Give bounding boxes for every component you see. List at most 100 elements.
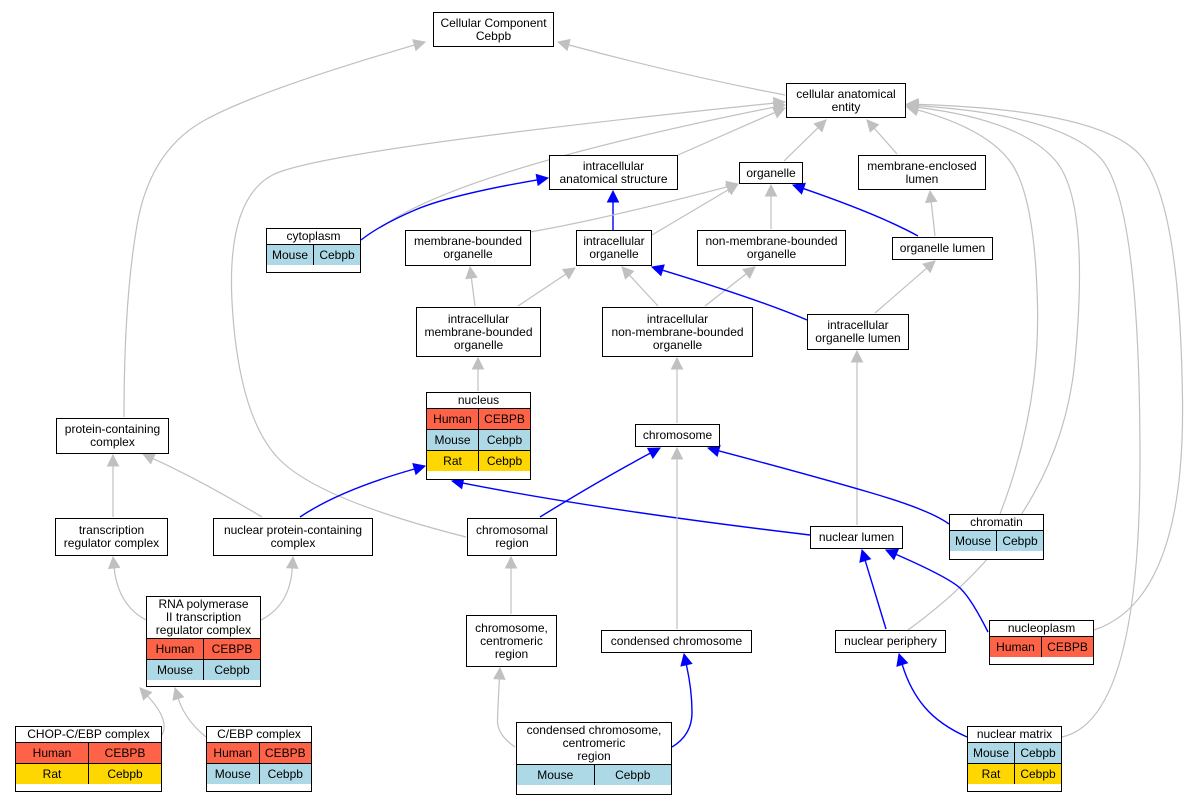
node-nuclear-lumen[interactable]: nuclear lumen	[810, 526, 903, 549]
edge-is-a	[917, 103, 1184, 631]
node-nuclear-periphery[interactable]: nuclear periphery	[835, 630, 946, 653]
species-cell: Human	[16, 742, 89, 764]
node-title-line: organelle	[746, 165, 796, 180]
species-cell: Human	[207, 742, 259, 764]
edge-arrowhead	[772, 96, 787, 110]
species-cell: Human	[990, 636, 1042, 657]
edge-part-of	[671, 664, 693, 748]
species-cell: Rat	[968, 763, 1015, 784]
node-condensed-chromosome[interactable]: condensed chromosome	[601, 630, 752, 653]
gene-cell: Cebpb	[313, 244, 360, 265]
node-title-line: intracellular	[583, 234, 645, 248]
gene-cell: Cebpb	[478, 450, 530, 471]
node-title: organelle	[740, 163, 802, 183]
node-organelle[interactable]: organelle	[739, 162, 803, 184]
node-organelle-lumen[interactable]: organelle lumen	[892, 237, 993, 260]
node-title: cytoplasm	[267, 229, 360, 244]
gene-cell: Cebpb	[1014, 763, 1061, 784]
node-title-line: organelle	[453, 337, 504, 352]
gene-cell: Cebpb	[1014, 742, 1061, 764]
edge-is-a	[379, 106, 775, 229]
edge-is-a	[629, 274, 659, 307]
node-title: chromosome	[636, 425, 719, 446]
species-cell: Mouse	[267, 244, 314, 265]
edge-arrowhead	[465, 265, 478, 280]
edge-part-of	[539, 452, 651, 518]
species-cell: Human	[427, 408, 479, 430]
species-cell: Human	[147, 638, 204, 660]
edge-arrowhead	[813, 119, 827, 133]
node-title-line: organelle	[652, 337, 703, 352]
node-title-line: organelle	[746, 247, 797, 261]
edge-arrowhead	[412, 39, 427, 52]
edge-arrowhead	[670, 446, 684, 460]
node-title-line: region	[577, 749, 611, 763]
node-title-line: complex	[270, 536, 316, 550]
node-title-line: non-membrane-bounded	[611, 324, 744, 339]
edge-is-a	[470, 277, 476, 307]
edge-arrowhead	[724, 183, 739, 196]
edge-arrowhead	[670, 356, 684, 370]
edge-is-a	[677, 111, 776, 156]
node-title-line: CHOP-C/EBP complex	[27, 727, 150, 741]
node-title-line: nuclear periphery	[844, 634, 937, 648]
node-title-line: organelle lumen	[899, 241, 986, 255]
node-chromosome[interactable]: chromosome	[635, 424, 720, 447]
node-title: nuclear periphery	[836, 631, 945, 652]
species-cell: Mouse	[950, 530, 997, 551]
species-cell: Mouse	[517, 764, 594, 785]
edge-is-a	[568, 44, 786, 96]
node-title: CHOP-C/EBP complex	[16, 727, 161, 742]
edge-arrowhead	[680, 652, 693, 667]
edge-is-a	[529, 186, 728, 233]
edge-arrowhead	[922, 260, 936, 274]
node-title-line: region	[495, 536, 529, 550]
edge-is-a	[177, 698, 207, 738]
node-title-line: intracellular	[646, 311, 709, 326]
species-cell: Mouse	[147, 659, 204, 680]
gene-cell: CEBPB	[88, 742, 161, 764]
edge-arrowhead	[535, 173, 550, 187]
node-title: organelle lumen	[893, 238, 992, 259]
node-title: C/EBP complex	[207, 727, 311, 742]
edge-arrowhead	[471, 356, 485, 370]
node-title-line: Cellular Component	[440, 15, 547, 30]
edge-arrowhead	[650, 264, 665, 277]
edge-arrowhead	[504, 555, 518, 569]
edge-arrowhead	[646, 447, 661, 459]
node-title-line: chromatin	[970, 515, 1023, 529]
